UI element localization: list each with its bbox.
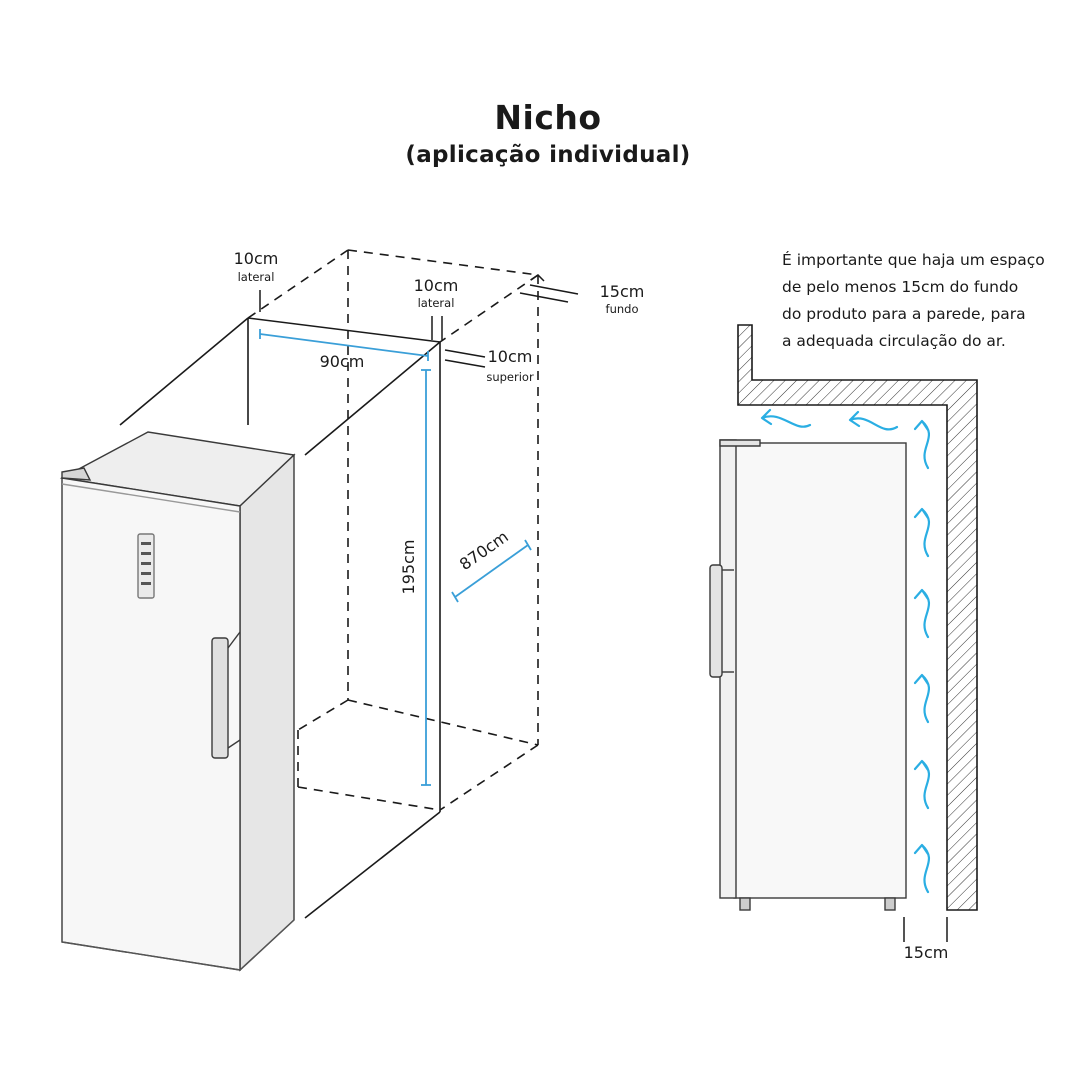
lateral-left-value: 10cm: [234, 249, 279, 268]
back-gap-caption: fundo: [606, 302, 639, 316]
airflow-arrow-up: [913, 843, 930, 894]
airflow-arrow-up: [913, 588, 930, 639]
note-line: É importante que haja um espaço: [782, 251, 1045, 269]
width-label: 90cm: [320, 352, 365, 371]
note-line: a adequada circulação do ar.: [782, 332, 1006, 350]
top-gap-value: 10cm: [488, 347, 533, 366]
note-line: do produto para a parede, para: [782, 305, 1026, 323]
width-measure-line: [259, 333, 429, 357]
depth-label: 870cm: [456, 527, 512, 574]
niche-front-top-edge: [247, 317, 441, 343]
diagram-subtitle: (aplicação individual): [405, 142, 691, 168]
lateral-left-caption: lateral: [238, 270, 275, 284]
note-line: de pelo menos 15cm do fundo: [782, 278, 1019, 296]
airflow-arrow-left: [760, 408, 812, 428]
airflow-arrow-left: [848, 410, 899, 431]
wall-section: [737, 324, 978, 911]
side-door-handle: [709, 564, 723, 678]
front-foot: [739, 897, 751, 911]
diagram-title: Nicho: [494, 98, 602, 137]
freezer-side-view: [709, 439, 907, 911]
rear-foot: [884, 897, 896, 911]
air-circulation-note: É importante que haja um espaço de pelo …: [782, 247, 1080, 355]
side-gap-label: 15cm: [904, 943, 949, 962]
dimension-ticks: [259, 274, 579, 368]
airflow-arrows: [760, 408, 930, 894]
niche-dashed-edges: [247, 249, 539, 811]
side-gap-ticks: [903, 917, 948, 942]
lateral-right-value: 10cm: [414, 276, 459, 295]
airflow-arrow-up: [913, 759, 930, 810]
door-handle: [211, 637, 229, 759]
measure-lines: [259, 329, 532, 786]
airflow-arrow-up: [913, 507, 930, 558]
airflow-arrow-up: [913, 673, 930, 724]
lateral-right-caption: lateral: [418, 296, 455, 310]
height-label: 195cm: [399, 540, 418, 595]
niche-box: [119, 249, 539, 919]
airflow-arrow-up: [913, 419, 930, 470]
depth-measure-line: [454, 544, 529, 598]
top-gap-caption: superior: [486, 370, 534, 384]
back-gap-value: 15cm: [600, 282, 645, 301]
freezer-3d-illustration: [59, 431, 296, 972]
